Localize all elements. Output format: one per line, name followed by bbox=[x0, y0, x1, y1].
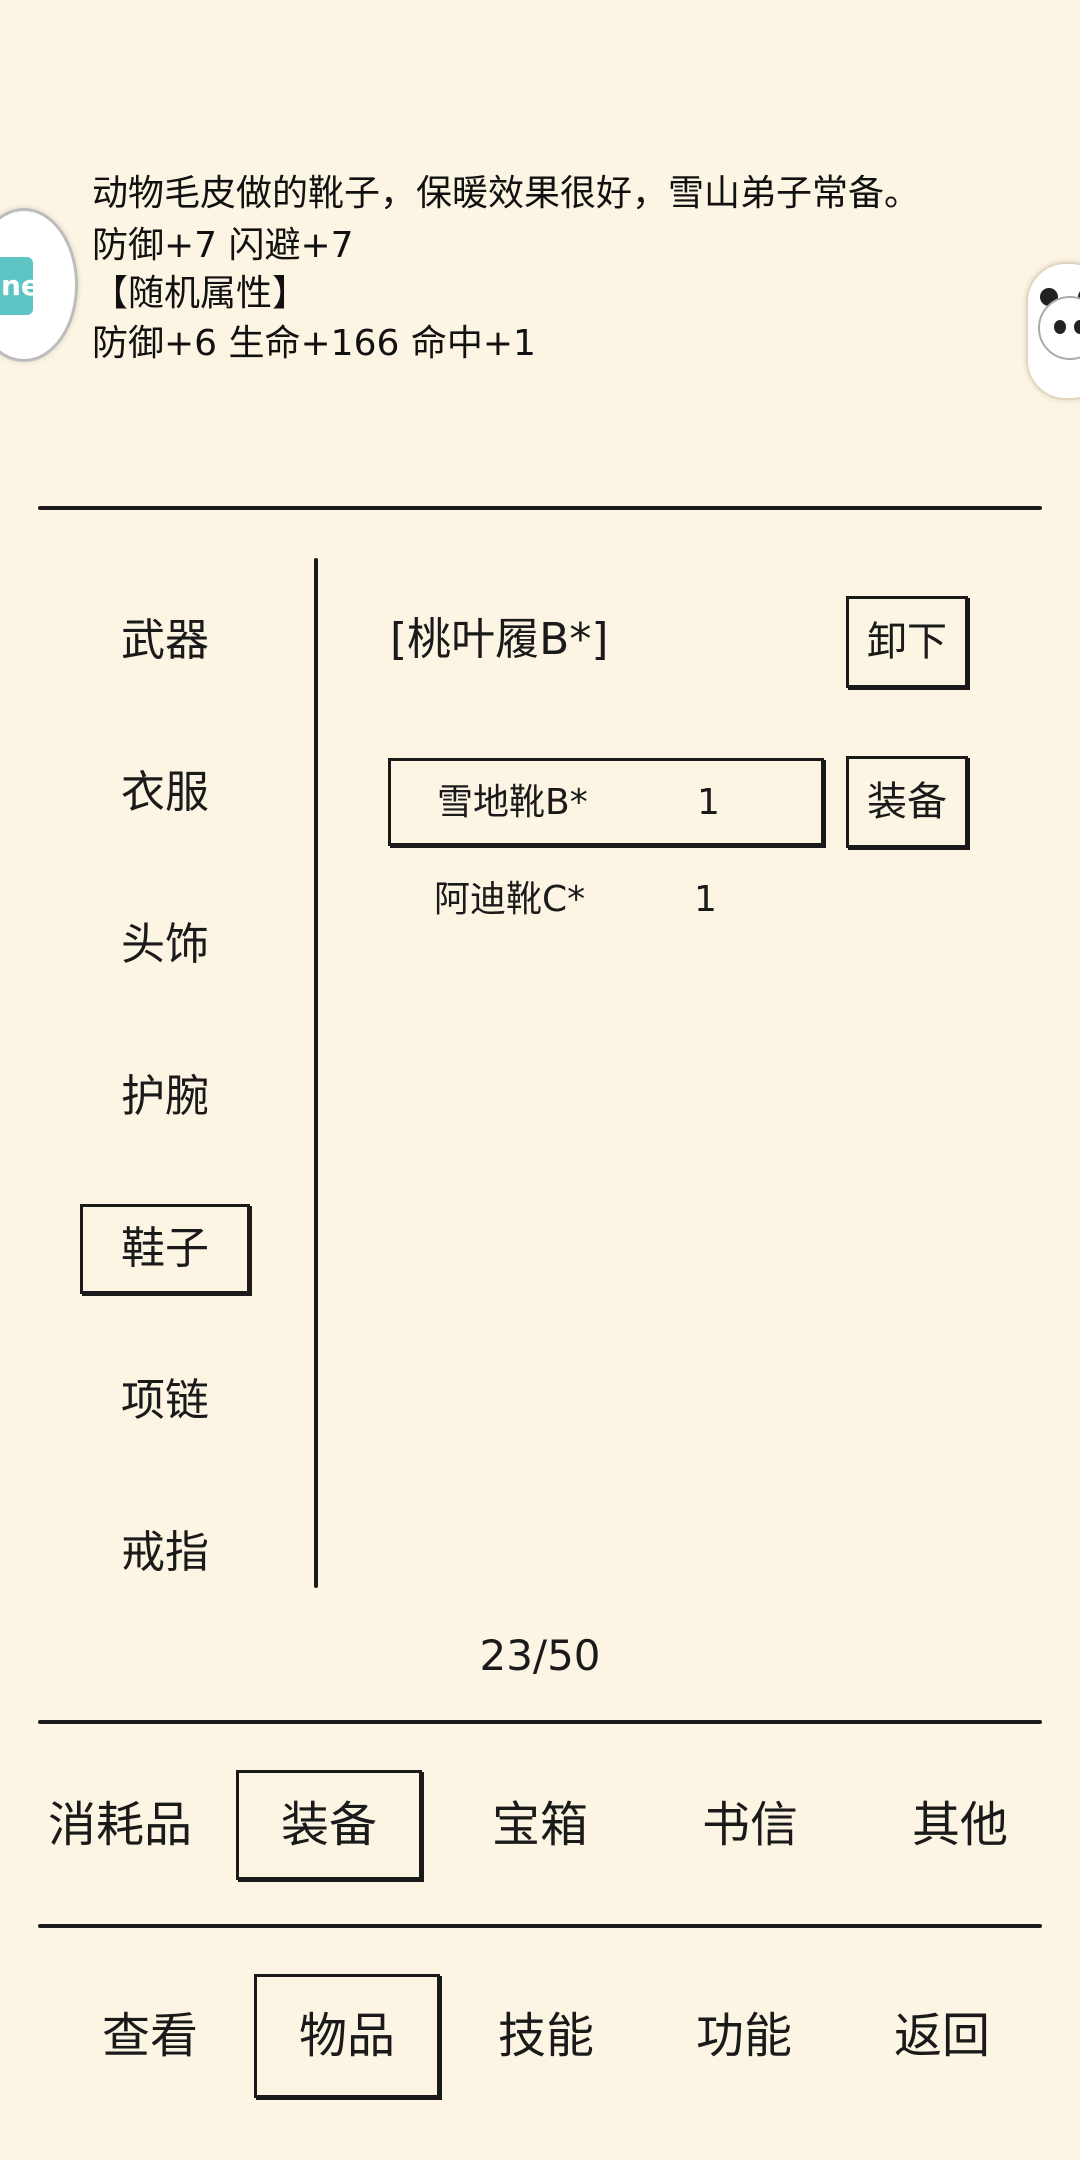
tab-chests[interactable]: 宝箱 bbox=[491, 1797, 588, 1853]
top-divider bbox=[38, 506, 1042, 510]
item-name: 阿迪靴C* bbox=[434, 879, 586, 920]
item-name: 雪地靴B* bbox=[437, 782, 588, 823]
description-flavor-text: 动物毛皮做的靴子，保暖效果很好，雪山弟子常备。 bbox=[92, 173, 921, 214]
category-shoes[interactable]: 鞋子 bbox=[80, 1204, 250, 1294]
category-ring[interactable]: 戒指 bbox=[121, 1527, 209, 1578]
tab-consumables[interactable]: 消耗品 bbox=[47, 1797, 192, 1853]
equip-button[interactable]: 装备 bbox=[846, 756, 968, 848]
category-weapon[interactable]: 武器 bbox=[121, 615, 209, 666]
item-quantity: 1 bbox=[694, 879, 717, 920]
list-item[interactable]: 雪地靴B* 1 bbox=[388, 758, 824, 846]
description-random-header: 【随机属性】 bbox=[92, 273, 309, 314]
category-necklace[interactable]: 项链 bbox=[121, 1375, 209, 1426]
menu-divider bbox=[314, 558, 318, 1588]
tabs-divider-bottom bbox=[38, 1924, 1042, 1928]
unequip-button[interactable]: 卸下 bbox=[846, 596, 968, 688]
tab-letters[interactable]: 书信 bbox=[701, 1797, 798, 1853]
nav-skills[interactable]: 技能 bbox=[497, 2008, 594, 2064]
category-bracer[interactable]: 护腕 bbox=[121, 1071, 209, 1122]
nav-back[interactable]: 返回 bbox=[893, 2008, 990, 2064]
tab-equipment[interactable]: 装备 bbox=[236, 1770, 422, 1880]
nav-functions[interactable]: 功能 bbox=[695, 2008, 792, 2064]
tabs-divider-top bbox=[38, 1720, 1042, 1724]
description-random-stats: 防御+6 生命+166 命中+1 bbox=[92, 323, 536, 364]
item-quantity: 1 bbox=[697, 782, 720, 823]
description-base-stats: 防御+7 闪避+7 bbox=[92, 225, 354, 266]
nav-view[interactable]: 查看 bbox=[101, 2008, 198, 2064]
nav-items[interactable]: 物品 bbox=[254, 1974, 440, 2098]
app-badge-icon[interactable]: ne bbox=[0, 208, 78, 362]
category-clothes[interactable]: 衣服 bbox=[121, 767, 209, 818]
category-headwear[interactable]: 头饰 bbox=[121, 919, 209, 970]
list-item[interactable]: 阿迪靴C* 1 bbox=[388, 858, 824, 946]
inventory-count: 23/50 bbox=[479, 1631, 601, 1680]
equipped-item-name: [桃叶履B*] bbox=[390, 614, 609, 665]
tab-other[interactable]: 其他 bbox=[911, 1797, 1008, 1853]
panda-icon[interactable] bbox=[1026, 262, 1080, 400]
